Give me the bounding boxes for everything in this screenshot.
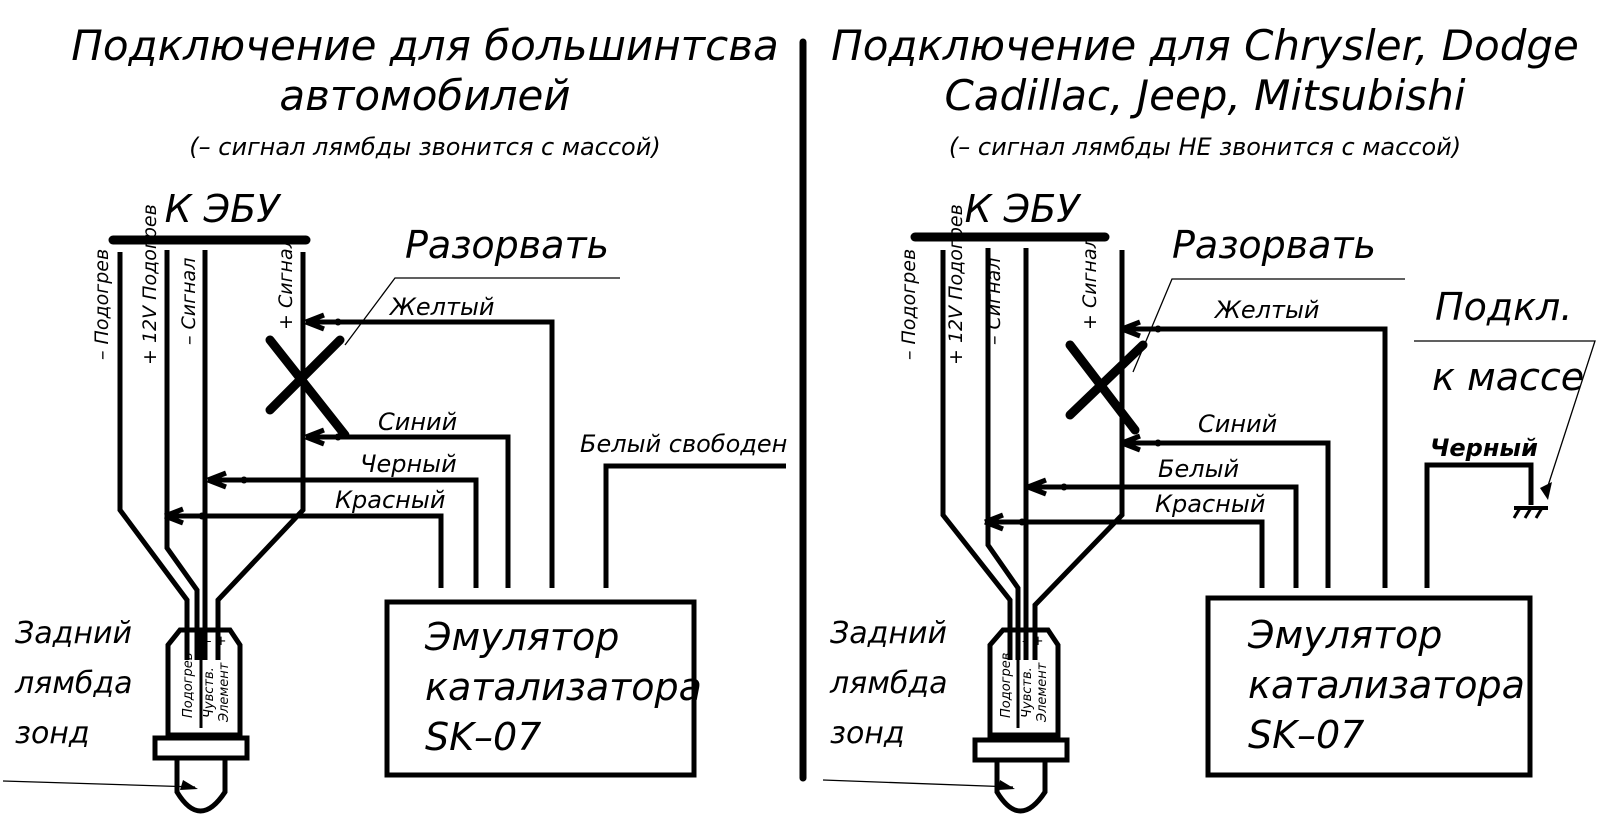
left-lambda-sensor: Подогрев Чувств. Элемент – + xyxy=(152,627,250,814)
left-cut-label: Разорвать xyxy=(405,223,609,267)
left-wire-label: Желтый xyxy=(388,293,494,321)
svg-text:Чувств.: Чувств. xyxy=(202,667,217,718)
left-sensor-label: лямбда xyxy=(14,666,132,701)
right-ecu-label: К ЭБУ xyxy=(965,187,1083,231)
left-title-line1: Подключение для большинтсва xyxy=(71,21,778,70)
left-wire-black xyxy=(208,477,479,588)
svg-text:Чувств.: Чувств. xyxy=(1020,667,1035,718)
right-wire-12v-heater xyxy=(985,248,1021,660)
right-wire-label: Белый xyxy=(1158,455,1239,483)
right-pin-label: + Сигнал xyxy=(1079,236,1101,330)
right-ground-label-2: к массе xyxy=(1432,355,1584,399)
left-title-line2: автомобилей xyxy=(279,71,570,120)
right-sensor-pointer xyxy=(822,779,1014,788)
right-sensor-label: зонд xyxy=(830,716,905,751)
right-ground-label-1: Подкл. xyxy=(1435,285,1572,329)
left-emulator-line: SK–07 xyxy=(425,715,541,759)
left-wire-label: Синий xyxy=(378,408,457,436)
left-sensor-label: Задний xyxy=(15,616,132,651)
left-wire-blue xyxy=(306,434,511,588)
right-wire-black-ground xyxy=(1424,462,1534,588)
right-cut-label: Разорвать xyxy=(1172,223,1376,267)
left-pin-label: – Сигнал xyxy=(178,258,200,345)
left-wire-12v-heater xyxy=(164,250,200,660)
left-emulator-line: Эмулятор xyxy=(424,615,619,659)
right-wire-label: Красный xyxy=(1155,490,1265,518)
right-pin-label: – Подогрев xyxy=(898,249,920,360)
left-emulator-box xyxy=(384,599,697,778)
right-cut-mark xyxy=(1065,340,1148,420)
svg-text:– +: – + xyxy=(205,634,227,649)
right-sensor-label: Задний xyxy=(830,616,947,651)
right-emulator-line: катализатора xyxy=(1248,663,1525,707)
right-panel: Подключение для Chrysler, Dodge Cadillac… xyxy=(822,21,1596,814)
right-wire-yellow xyxy=(1122,326,1388,588)
left-sensor-pointer xyxy=(2,780,196,788)
right-wire-label: Желтый xyxy=(1213,296,1319,324)
left-subtitle: (– сигнал лямбды звонится с массой) xyxy=(189,133,660,161)
left-wire-yellow xyxy=(306,319,555,588)
right-ground-leader xyxy=(1414,340,1596,496)
left-pin-label: + Сигнал xyxy=(275,236,297,330)
right-emulator-line: Эмулятор xyxy=(1247,613,1442,657)
left-wire-red xyxy=(165,513,444,588)
right-subtitle: (– сигнал лямбды НЕ звонится с массой) xyxy=(949,133,1461,161)
left-sensor-label: зонд xyxy=(15,716,90,751)
right-pin-label: + 12V Подогрев xyxy=(945,204,967,365)
left-wire-label: Красный xyxy=(335,486,445,514)
left-panel: Подключение для большинтсва автомобилей … xyxy=(2,21,787,814)
svg-text:Подогрев: Подогрев xyxy=(999,653,1014,718)
right-emulator-line: SK–07 xyxy=(1248,713,1364,757)
right-ground-wire-label: Черный xyxy=(1430,434,1538,462)
right-cut-leader xyxy=(1132,278,1405,373)
ground-icon xyxy=(1512,506,1548,519)
right-wire-red xyxy=(985,519,1265,588)
right-emulator-box xyxy=(1205,595,1533,778)
left-emulator-line: катализатора xyxy=(425,665,702,709)
right-lambda-sensor: Подогрев Чувств. Элемент – + xyxy=(972,627,1070,814)
left-pin-label: + 12V Подогрев xyxy=(139,204,161,365)
svg-text:Элемент: Элемент xyxy=(217,662,232,723)
left-wire-white-free xyxy=(603,463,786,588)
left-wire-label: Черный xyxy=(360,450,457,478)
left-free-wire-label: Белый свободен xyxy=(580,430,787,458)
left-pin-label: – Подогрев xyxy=(91,249,113,360)
right-wire-label: Синий xyxy=(1198,410,1277,438)
right-title-line1: Подключение для Chrysler, Dodge xyxy=(831,21,1579,70)
right-wire-white xyxy=(1028,484,1299,588)
right-sensor-label: лямбда xyxy=(829,666,947,701)
right-title-line2: Cadillac, Jeep, Mitsubishi xyxy=(944,71,1465,120)
right-wire-blue xyxy=(1122,440,1331,588)
svg-text:– +: – + xyxy=(1022,634,1044,649)
left-cut-mark xyxy=(265,335,345,415)
left-ecu-label: К ЭБУ xyxy=(165,187,283,231)
svg-text:Подогрев: Подогрев xyxy=(181,653,196,718)
svg-text:Элемент: Элемент xyxy=(1035,662,1050,723)
